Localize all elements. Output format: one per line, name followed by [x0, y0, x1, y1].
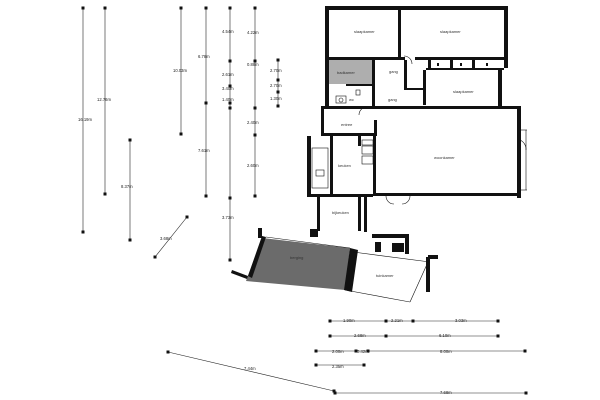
dim-10-03: 10.03m: [173, 68, 187, 73]
label-bijkeuken: bijkeuken: [332, 210, 349, 215]
label-slaapkamer-3: slaapkamer: [453, 89, 474, 94]
dim-1-90: 1.90m: [343, 318, 355, 323]
berging-area: [246, 238, 350, 290]
label-keuken: keuken: [338, 163, 351, 168]
dim-3-73: 3.73m: [222, 215, 234, 220]
label-berging: berging: [290, 255, 303, 260]
dim-4-54: 4.54m: [222, 29, 234, 34]
fixtures: [311, 55, 527, 205]
label-wc: wc: [349, 97, 354, 102]
label-woonkamer: woonkamer: [434, 155, 455, 160]
dim-2-70b: 2.70m: [270, 83, 282, 88]
dim-12-76: 12.76m: [97, 97, 111, 102]
dim-3-40: 3.40m: [222, 86, 234, 91]
dim-8-00: 8.00m: [440, 349, 452, 354]
dim-6-10: 6.10m: [439, 333, 451, 338]
dim-2-21: 2.21m: [391, 318, 403, 323]
dim-1-40: 1.40m: [222, 97, 234, 102]
dim-2-60: 2.60m: [247, 163, 259, 168]
dim-1-30: 1.30m: [270, 96, 282, 101]
dim-8-37: 8.37m: [121, 184, 133, 189]
dim-7-61: 7.61m: [198, 148, 210, 153]
label-tuinkamer: tuinkamer: [376, 273, 394, 278]
dim-3-68: 3.68m: [160, 236, 172, 241]
label-slaapkamer-2: slaapkamer: [440, 29, 461, 34]
dim-2-70: 2.70m: [270, 68, 282, 73]
dim-7-68: 7.68m: [440, 390, 452, 395]
dim-3-03: 3.03m: [455, 318, 467, 323]
dim-7-44: 7.44m: [244, 366, 256, 371]
dim-2-61: 2.61m: [222, 72, 234, 77]
vertical-dimensions: 16.19m 12.76m 8.37m 10.03m 6.78m 7.61m: [78, 6, 282, 262]
horizontal-dimensions: 1.90m 2.21m 3.03m 2.68m 6.10m 2.00m 0.42…: [314, 318, 528, 395]
label-entree: entree: [341, 122, 353, 127]
dim-16-19: 16.19m: [78, 117, 92, 122]
building-walls: [258, 6, 521, 292]
dim-0-88: 0.88m: [247, 62, 259, 67]
dim-2-00: 2.00m: [332, 349, 344, 354]
label-gang-2: gang: [388, 97, 397, 102]
dim-0-42: 0.42m: [357, 349, 369, 354]
dim-2-35: 2.35m: [332, 364, 344, 369]
label-badkamer: badkamer: [337, 70, 355, 75]
dim-2-68: 2.68m: [354, 333, 366, 338]
label-gang-1: gang: [389, 69, 398, 74]
dim-6-78: 6.78m: [198, 54, 210, 59]
label-slaapkamer-1: slaapkamer: [354, 29, 375, 34]
bathroom-floor: [329, 60, 372, 84]
dim-4-22: 4.22m: [247, 30, 259, 35]
dim-2-40: 2.40m: [247, 120, 259, 125]
room-labels: slaapkamer slaapkamer slaapkamer badkame…: [290, 29, 474, 278]
diagonal-dimensions: 3.68m 7.44m: [153, 215, 336, 393]
